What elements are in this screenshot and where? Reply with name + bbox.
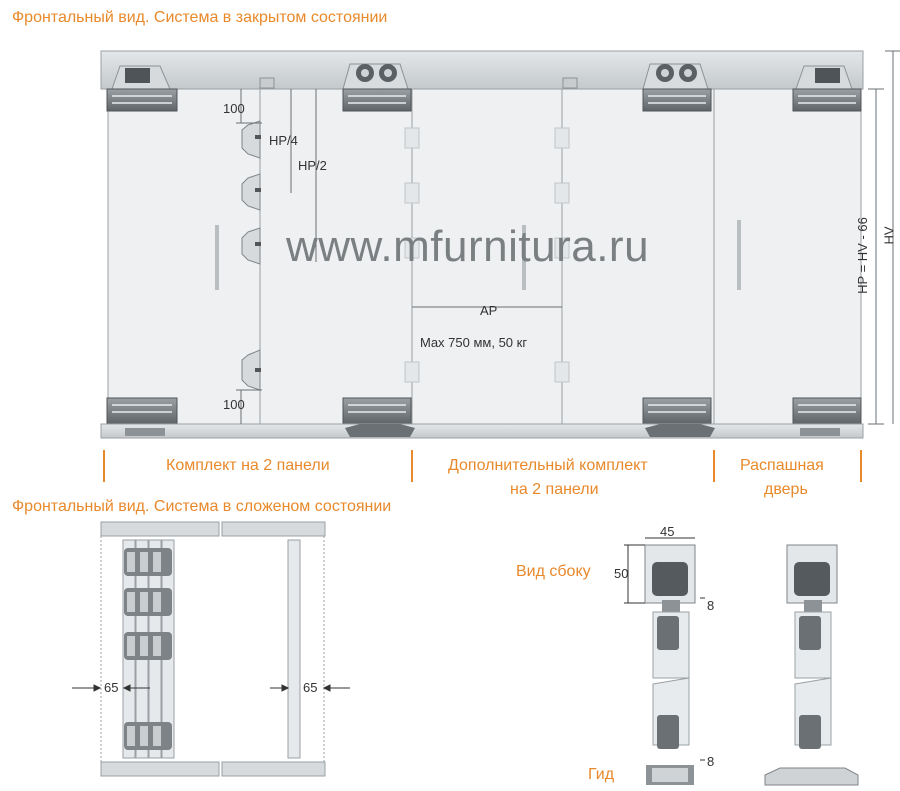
section-swing-line2: дверь	[764, 481, 808, 498]
dim-hp-formula: HP = HV - 66	[854, 217, 870, 294]
dim-ap: AP	[480, 303, 498, 318]
dim-hp2: HP/2	[298, 158, 327, 173]
section-swing-line1: Распашная	[740, 457, 824, 474]
watermark: www.mfurnitura.ru	[286, 222, 650, 271]
title-folded: Фронтальный вид. Система в сложеном сост…	[12, 498, 392, 515]
dim-100-bottom: 100	[223, 397, 245, 412]
rail-end-right	[795, 65, 853, 90]
handle-2	[522, 225, 526, 290]
dim-8-top: 8	[707, 598, 715, 613]
dim-hp4: HP/4	[269, 133, 298, 148]
handle-3	[737, 220, 741, 290]
dim-50: 50	[614, 566, 629, 581]
label-side-view: Вид сбоку	[516, 563, 591, 580]
dim-8-bottom: 8	[707, 754, 715, 769]
panel-4	[561, 88, 715, 425]
panel-1	[107, 88, 261, 425]
dim-max: Max 750 мм, 50 кг	[420, 335, 528, 350]
section-extra-line2: на 2 панели	[510, 481, 599, 498]
dim-65-right: 65	[303, 680, 318, 695]
handle-1	[215, 225, 219, 290]
top-rail	[100, 50, 864, 90]
carriage-left	[342, 63, 409, 90]
dim-100-top: 100	[223, 101, 245, 116]
title-closed: Фронтальный вид. Система в закрытом сост…	[12, 9, 388, 26]
dim-hv: HV	[881, 226, 897, 245]
section-extra-line1: Дополнительный комплект	[448, 457, 648, 474]
label-guide: Гид	[588, 766, 615, 783]
carriage-right	[642, 63, 709, 90]
dim-65-left: 65	[104, 680, 119, 695]
section-kit2: Комплект на 2 панели	[166, 457, 330, 474]
dim-45: 45	[660, 524, 675, 539]
